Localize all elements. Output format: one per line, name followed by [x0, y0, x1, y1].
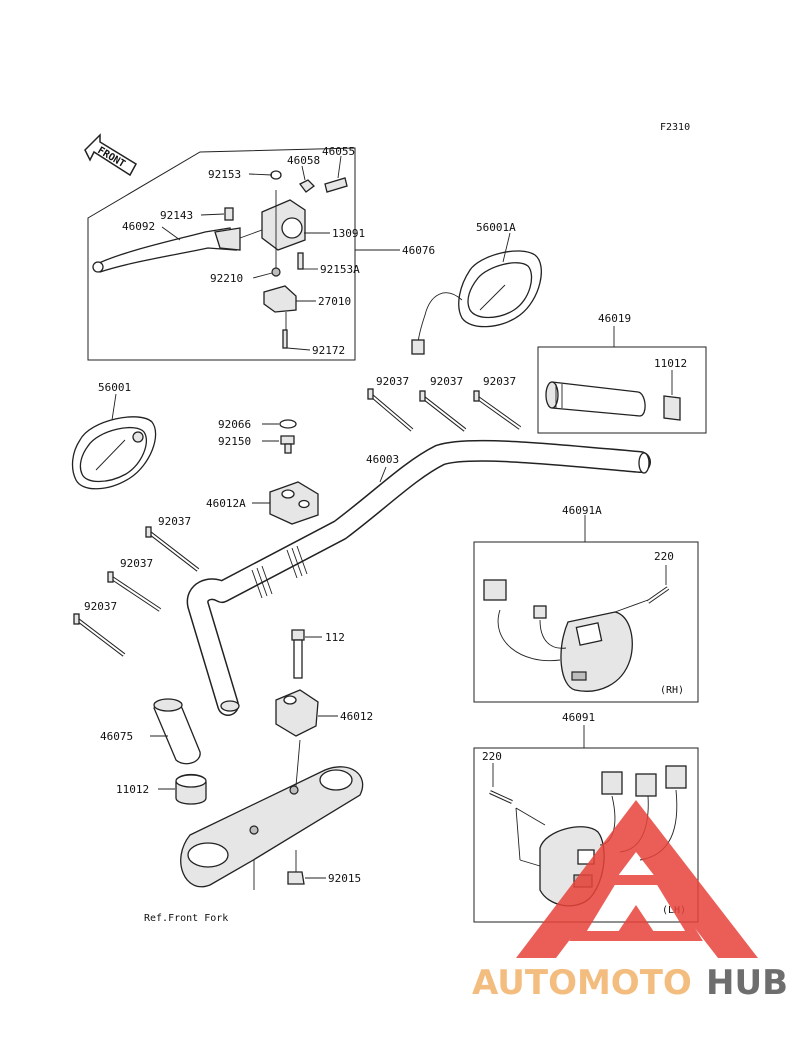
lever-assembly-box: [87, 147, 356, 361]
label-46058: 46058: [287, 154, 320, 167]
bolt-92037-f: [73, 613, 126, 657]
nut-92210: [271, 267, 281, 277]
label-46003: 46003: [366, 453, 399, 466]
bolt-92037-a: [367, 388, 414, 432]
grip-46075: [153, 698, 201, 765]
label-112: 112: [325, 631, 345, 644]
switch-27010: [263, 285, 297, 313]
label-92037-e: 92037: [120, 557, 153, 570]
label-46019: 46019: [598, 312, 631, 325]
bolt-46055: [324, 177, 348, 193]
bolt-92150: [280, 435, 295, 454]
nut-92015: [287, 871, 305, 885]
label-46012: 46012: [340, 710, 373, 723]
washer-92066: [279, 419, 297, 429]
screw-220-lh: [489, 790, 513, 804]
bolt-112: [291, 629, 305, 679]
rh-note: (RH): [660, 685, 684, 696]
label-92066: 92066: [218, 418, 251, 431]
grip-assembly-box: [537, 346, 707, 434]
mirror-right: [411, 250, 542, 355]
label-92172: 92172: [312, 344, 345, 357]
watermark-text-part1: AUTOMOTO: [472, 963, 692, 1003]
screw-92172: [282, 329, 288, 349]
label-27010: 27010: [318, 295, 351, 308]
label-46076: 46076: [402, 244, 435, 257]
rh-switch-housing: [483, 579, 633, 692]
nut-46058: [299, 179, 315, 193]
clutch-lever: [92, 227, 241, 273]
throttle-grip: [545, 381, 646, 417]
bushing-92143: [224, 207, 234, 221]
label-46092: 46092: [122, 220, 155, 233]
holder-46012A: [269, 481, 319, 525]
label-46091A: 46091A: [562, 504, 602, 517]
label-11012-top: 11012: [654, 357, 687, 370]
screw-220-rh: [646, 586, 670, 604]
label-92150: 92150: [218, 435, 251, 448]
screw-92153A: [297, 252, 304, 270]
figure-code: F2310: [660, 122, 690, 133]
front-arrow-icon: FRONT: [84, 133, 138, 177]
ref-front-fork-note: Ref.Front Fork: [144, 913, 228, 924]
rh-switch-box: [473, 541, 699, 703]
cap-11012-lower: [175, 773, 207, 805]
watermark-text-part2: HUB: [706, 963, 788, 1003]
label-92153A: 92153A: [320, 263, 360, 276]
label-92037-c: 92037: [483, 375, 516, 388]
label-56001: 56001: [98, 381, 131, 394]
bolt-92037-d: [145, 526, 200, 572]
label-13091: 13091: [332, 227, 365, 240]
upper-triple-clamp: [180, 766, 364, 888]
lever-holder: [239, 199, 306, 251]
label-56001A: 56001A: [476, 221, 516, 234]
label-46012A: 46012A: [206, 497, 246, 510]
handlebar-46003: [186, 439, 651, 716]
bolt-92037-c: [473, 390, 522, 430]
label-220-lh: 220: [482, 750, 502, 763]
bolt-92037-b: [419, 390, 467, 432]
label-92037-b: 92037: [430, 375, 463, 388]
label-92037-a: 92037: [376, 375, 409, 388]
label-92015: 92015: [328, 872, 361, 885]
label-92153: 92153: [208, 168, 241, 181]
label-92143: 92143: [160, 209, 193, 222]
label-46055: 46055: [322, 145, 355, 158]
holder-46012: [275, 689, 319, 737]
watermark-logo: AUTOMOTO HUB: [472, 800, 788, 1003]
cap-11012: [663, 395, 681, 421]
label-220-rh: 220: [654, 550, 674, 563]
label-46075: 46075: [100, 730, 133, 743]
label-11012-lower: 11012: [116, 783, 149, 796]
mirror-left: [71, 416, 157, 490]
label-92210: 92210: [210, 272, 243, 285]
label-46091: 46091: [562, 711, 595, 724]
label-92037-d: 92037: [158, 515, 191, 528]
label-92037-f: 92037: [84, 600, 117, 613]
pin-92153: [270, 170, 282, 180]
bolt-92037-e: [107, 571, 162, 612]
